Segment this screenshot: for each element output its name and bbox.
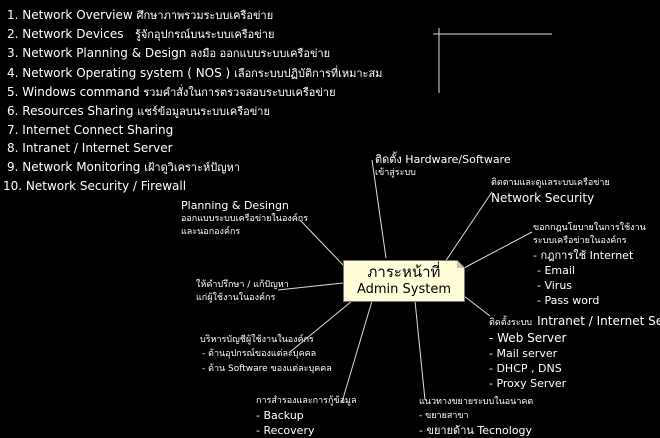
topic-item: 5. Windows command รวมคำสั่งในการตรวจสอบ… [7,84,336,99]
topic-item: 1. Network Overview ศึกษาภาพรวมระบบเครือ… [7,8,274,22]
branch-policy-line2: ระบบเครือข่ายในองค์กร [533,236,627,246]
center-node-admin-system: ภาระหน้าที่ Admin System [343,260,465,302]
folded-corner [457,260,465,268]
branch-policy: ขอกกฎนโยบายในการใช้งาน ระบบเครือข่ายในอง… [533,222,646,308]
server-item: - Proxy Server [489,377,567,390]
expand-item: - ขยายด้าน Tecnology [419,424,533,437]
center-title-thai: ภาระหน้าที่ [367,263,441,281]
topic-item: 3. Network Planning & Design ลงมือ ออกแบ… [7,46,331,61]
branch-planning-line1: ออกแบบระบบเครือข่ายในองค์กร [181,214,309,224]
accounts-item: - ด้านอุปกรณ์ของแต่ละบุคคล [202,349,317,359]
connector-expand [414,300,426,401]
connector-server [463,295,491,317]
policy-item: - กฎการใช้ Internet [533,249,634,262]
branch-server-heading: ติดตั้งระบบ Intranet / Internet Server [489,314,660,328]
branch-security-title: Network Security [491,191,595,205]
branch-hardware-line1: ติดตั้ง Hardware/Software [375,153,511,166]
branch-advice-line2: แก่ผู้ใช้งานในองค์กร [196,293,276,303]
connector-hardware [371,159,387,259]
branch-expand: แนวทางขยายระบบในอนาคต - ขยายสาขา - ขยายด… [419,396,533,438]
topic-item: 7. Internet Connect Sharing [7,123,174,138]
expand-item: - ขยายสาขา [419,411,469,421]
topic-list: 1. Network Overview ศึกษาภาพรวมระบบเครือ… [3,6,383,195]
backup-item: - Recovery [256,424,315,437]
branch-backup: การสำรองและการกู้ข้อมูล - Backup - Recov… [256,395,356,438]
topic-item: 6. Resources Sharing แชร์ข้อมูลบนระบบเคร… [7,104,270,119]
branch-accounts: บริหารบัญชีผู้ใช้งานในองค์กร - ด้านอุปกร… [200,334,332,377]
topic-item: 9. Network Monitoring เฝ้าดูวิเคราะห์ปัญ… [7,159,241,174]
branch-server-sub: - Web Server [489,331,567,345]
branch-accounts-line1: บริหารบัญชีผู้ใช้งานในองค์กร [200,335,314,345]
branch-planning-line2: และนอกองค์กร [181,227,241,237]
policy-item: - Virus [537,279,573,292]
accounts-item: - ด้าน Software ของแต่ละบุคคล [202,364,332,374]
policy-item: - Email [537,264,575,277]
connector-security [444,191,493,263]
branch-planning-title: Planning & Desingn [181,199,289,212]
branch-policy-line1: ขอกกฎนโยบายในการใช้งาน [533,223,646,233]
center-title-english: Admin System [356,282,452,297]
branch-backup-line1: การสำรองและการกู้ข้อมูล [256,396,357,406]
branch-security-thai: ติดตามและดูแลระบบเครือข่าย [491,178,610,188]
branch-security: ติดตามและดูแลระบบเครือข่าย Network Secur… [491,177,610,206]
connector-backup [341,300,373,403]
branch-expand-line1: แนวทางขยายระบบในอนาคต [419,397,534,407]
server-item: - Mail server [489,347,558,360]
branch-hardware: ติดตั้ง Hardware/Software เข้าสู่ระบบ [375,152,511,180]
branch-server: ติดตั้งระบบ Intranet / Internet Server -… [489,310,660,391]
server-item: - DHCP , DNS [489,362,562,375]
topic-item: 8. Intranet / Internet Server [7,141,173,156]
branch-advice-line1: ให้คำปรึกษา / แก้ปัญหา [196,280,289,290]
connector-planning [299,219,345,267]
topic-item: 2. Network Devices รู้จักอุปกรณ์บนระบบเค… [7,27,275,42]
connector-accounts [289,300,353,353]
topic-item: 4. Network Operating system ( NOS ) เลือ… [7,65,383,80]
connector-policy [463,231,533,269]
policy-item: - Pass word [537,294,600,307]
connector-advice [277,282,344,291]
branch-planning: Planning & Desingn ออกแบบระบบเครือข่ายใน… [181,198,308,239]
branch-hardware-line2: เข้าสู่ระบบ [375,168,416,178]
branch-advice: ให้คำปรึกษา / แก้ปัญหา แก่ผู้ใช้งานในองค… [196,279,289,305]
topic-item: 10. Network Security / Firewall [3,178,187,193]
backup-item: - Backup [256,409,304,422]
